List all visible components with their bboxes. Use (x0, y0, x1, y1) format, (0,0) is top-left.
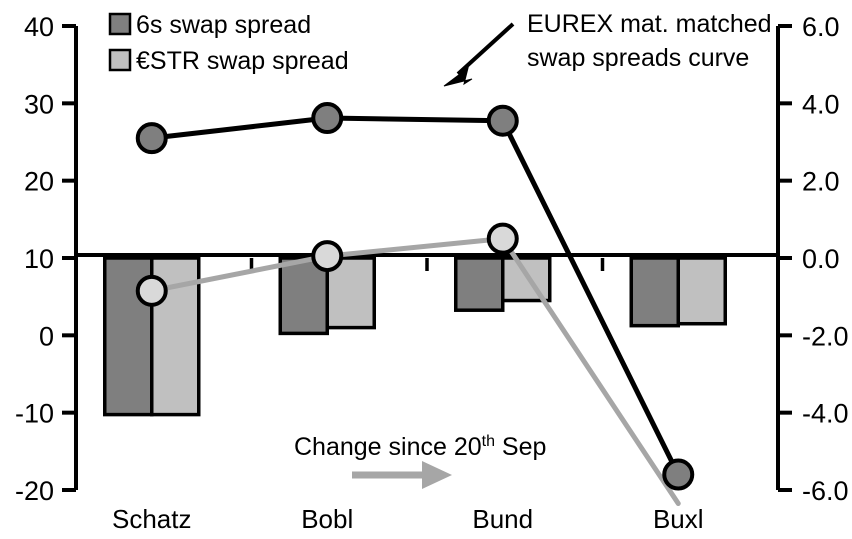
right-axis-tick-label: 6.0 (802, 12, 840, 42)
left-axis-tick-label: 40 (24, 12, 54, 42)
right-axis-tick-label: -2.0 (802, 321, 849, 351)
bar-bund-dark (454, 256, 505, 312)
right-axis: 6.0 4.0 2.0 0.0 -2.0 -4.0 -6.0 (776, 12, 849, 506)
left-axis: 40 30 20 10 0 -10 -20 (15, 12, 78, 506)
eurex-curve-line-marker (662, 458, 695, 491)
left-axis-tick-label: 0 (39, 321, 54, 351)
change-since-annotation: Change since 20th Sep (294, 433, 546, 489)
eurex-curve-line-marker (486, 104, 519, 137)
change-since-text: Change since 20th Sep (294, 433, 546, 461)
left-axis-tick-label: 30 (24, 89, 54, 119)
change-since-superscript: th (482, 433, 495, 450)
eurex-curve-line-marker (311, 102, 344, 135)
right-axis-ticks (778, 24, 792, 492)
eurex-curve-line-series (135, 102, 695, 491)
change-since-line-series (135, 222, 681, 507)
left-axis-ticks (62, 24, 76, 492)
x-axis-label-buxl: Buxl (653, 504, 704, 534)
change-since-line-marker (135, 274, 168, 307)
bar-buxl-light (676, 256, 727, 326)
annotation-arrow-head (443, 66, 473, 87)
right-axis-tick-labels: 6.0 4.0 2.0 0.0 -2.0 -4.0 -6.0 (802, 12, 849, 506)
bar-buxl-dark (629, 256, 680, 328)
right-axis-tick-label: 2.0 (802, 167, 840, 197)
right-axis-tick-label: 4.0 (802, 89, 840, 119)
change-since-line-marker (311, 240, 344, 273)
bar-series-group (103, 256, 727, 417)
x-axis-category-labels: Schatz Bobl Bund Buxl (112, 504, 704, 534)
right-axis-tick-label: -4.0 (802, 399, 849, 429)
left-axis-tick-label: -20 (15, 476, 54, 506)
eurex-curve-annotation-line2: swap spreads curve (527, 44, 749, 72)
change-since-main: Change since 20 (294, 433, 482, 461)
legend-label-6s-swap-spread: 6s swap spread (136, 11, 311, 39)
bar-bobl-dark (278, 256, 329, 336)
left-axis-tick-label: 20 (24, 167, 54, 197)
change-since-tail: Sep (495, 433, 546, 461)
x-axis-label-schatz: Schatz (112, 504, 192, 534)
bar-bund-light (501, 256, 552, 303)
legend-swatch-estr-swap-spread (108, 48, 132, 72)
left-axis-tick-label: 10 (24, 244, 54, 274)
change-since-line-marker (486, 222, 519, 255)
x-axis-label-bund: Bund (472, 504, 533, 534)
legend: 6s swap spread €STR swap spread (108, 11, 349, 75)
left-axis-tick-labels: 40 30 20 10 0 -10 -20 (15, 12, 54, 506)
change-since-arrow-head (422, 461, 452, 489)
right-axis-tick-label: -6.0 (802, 476, 849, 506)
x-axis-label-bobl: Bobl (301, 504, 353, 534)
legend-label-estr-swap-spread: €STR swap spread (136, 47, 349, 75)
right-axis-tick-label: 0.0 (802, 244, 840, 274)
annotation-arrow-shaft (456, 22, 515, 76)
legend-swatch-6s-swap-spread (108, 12, 132, 36)
eurex-curve-line-marker (135, 122, 168, 155)
eurex-curve-line-path (149, 115, 681, 478)
change-since-line-path (149, 236, 681, 507)
left-axis-tick-label: -10 (15, 399, 54, 429)
eurex-curve-annotation-line1: EUREX mat. matched (527, 10, 772, 38)
eurex-curve-annotation: EUREX mat. matched swap spreads curve (443, 10, 772, 87)
